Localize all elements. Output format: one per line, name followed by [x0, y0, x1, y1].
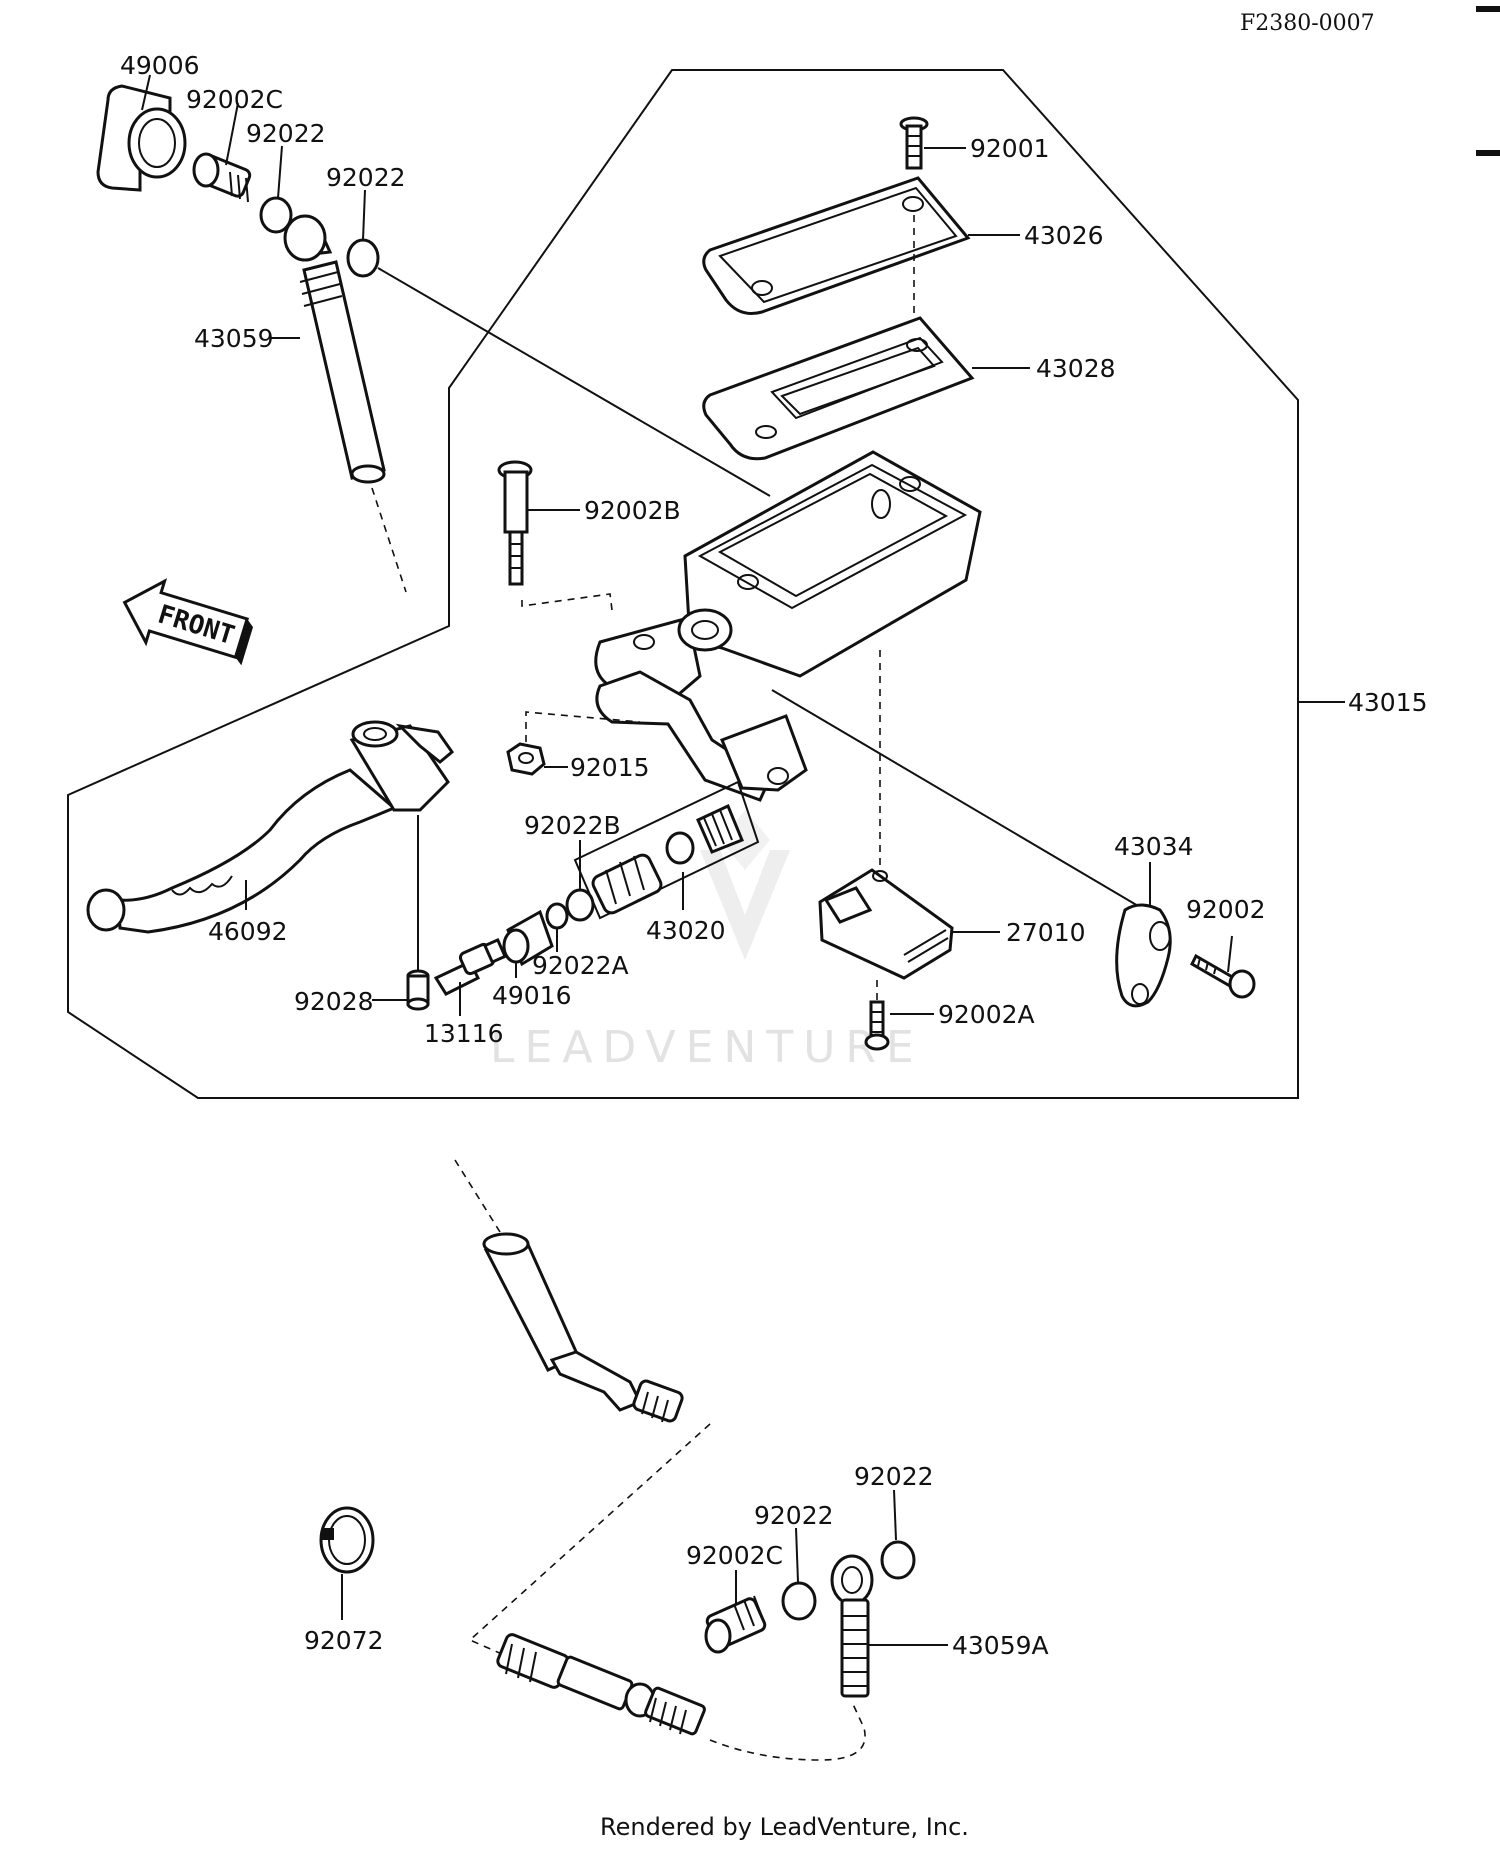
- callout-92002: 92002: [1186, 895, 1266, 924]
- washer-92022-bottom-1: [781, 1581, 817, 1621]
- callout-49006: 49006: [120, 51, 200, 80]
- screw-92001: [899, 116, 929, 170]
- watermark-text: LEADVENTURE: [490, 1022, 924, 1073]
- push-rod-13116: [433, 937, 508, 996]
- banjo-fitting-43059A: [830, 1554, 874, 1698]
- pivot-pin-92028: [406, 969, 430, 1011]
- callout-92022B: 92022B: [524, 811, 621, 840]
- nut-guide: [525, 711, 641, 742]
- screw-92002A: [864, 1000, 890, 1051]
- lower-hose-guide: [454, 1159, 501, 1233]
- callout-92028: 92028: [294, 987, 374, 1016]
- callout-92022-top-2: 92022: [326, 163, 406, 192]
- banjo-elbow-49006: [96, 84, 187, 192]
- lever-46092: [86, 720, 455, 934]
- callout-49016: 49016: [492, 981, 572, 1010]
- callout-43059: 43059: [194, 324, 274, 353]
- callout-92002A: 92002A: [938, 1000, 1035, 1029]
- footer-credit: Rendered by LeadVenture, Inc.: [600, 1813, 969, 1841]
- callout-92072: 92072: [304, 1626, 384, 1655]
- banjo-bolt-92002C-bottom: [704, 1595, 767, 1654]
- edge-mark: [1476, 150, 1500, 156]
- callout-92002B: 92002B: [584, 496, 681, 525]
- diagram-code: F2380-0007: [1240, 11, 1375, 36]
- callout-92002C-bottom: 92002C: [686, 1541, 783, 1570]
- callout-43020: 43020: [646, 916, 726, 945]
- edge-mark: [1476, 6, 1500, 12]
- hose-lower: [482, 1232, 684, 1423]
- callout-43015: 43015: [1348, 688, 1428, 717]
- callout-43028: 43028: [1036, 354, 1116, 383]
- callout-43034: 43034: [1114, 832, 1194, 861]
- washer-92022-bottom-2: [880, 1540, 916, 1580]
- callout-leaders: [141, 74, 1233, 1646]
- callout-43026: 43026: [1024, 221, 1104, 250]
- hose-43059: [283, 214, 407, 593]
- callout-92022-bottom-2: 92022: [754, 1501, 834, 1530]
- clamp-bolt-92002: [1190, 953, 1256, 999]
- seal-92022B: [565, 888, 595, 922]
- switch-27010: [818, 868, 954, 980]
- circlip-92072: [319, 1506, 375, 1574]
- hose-fitting-lower: [496, 1633, 866, 1761]
- washer-92022-top-1: [259, 196, 293, 234]
- callout-92022-bottom-1: 92022: [854, 1462, 934, 1491]
- piston-43020: [591, 803, 744, 915]
- diaphragm-43028: [702, 316, 975, 461]
- callout-43059A: 43059A: [952, 1631, 1049, 1660]
- boot-49016: [502, 909, 554, 967]
- callout-27010: 27010: [1006, 918, 1086, 947]
- clamp-43034: [1115, 903, 1172, 1008]
- callout-92015: 92015: [570, 753, 650, 782]
- cap-43026: [702, 176, 971, 315]
- lower-route-guide: [468, 1423, 711, 1663]
- washer-to-body-leader: [377, 267, 771, 497]
- callout-46092: 46092: [208, 917, 288, 946]
- nut-92015: [506, 742, 546, 776]
- circlip-92022A: [545, 902, 569, 930]
- assembly-outline: [67, 69, 1299, 1099]
- callout-13116: 13116: [424, 1019, 504, 1048]
- callout-92022-top-1: 92022: [246, 119, 326, 148]
- callout-92002C-top: 92002C: [186, 85, 283, 114]
- hose-guide: [371, 487, 407, 593]
- callout-92022A: 92022A: [532, 951, 629, 980]
- callout-92001: 92001: [970, 134, 1050, 163]
- bolt-guide: [521, 593, 613, 611]
- front-arrow-icon: FRONT: [122, 578, 254, 666]
- bolt-92002B: [497, 460, 533, 586]
- washer-92022-top-2: [346, 238, 380, 278]
- master-cylinder-body: [594, 450, 982, 802]
- body-to-clamp-leader: [771, 689, 1146, 911]
- banjo-bolt-92002C-top: [192, 152, 252, 203]
